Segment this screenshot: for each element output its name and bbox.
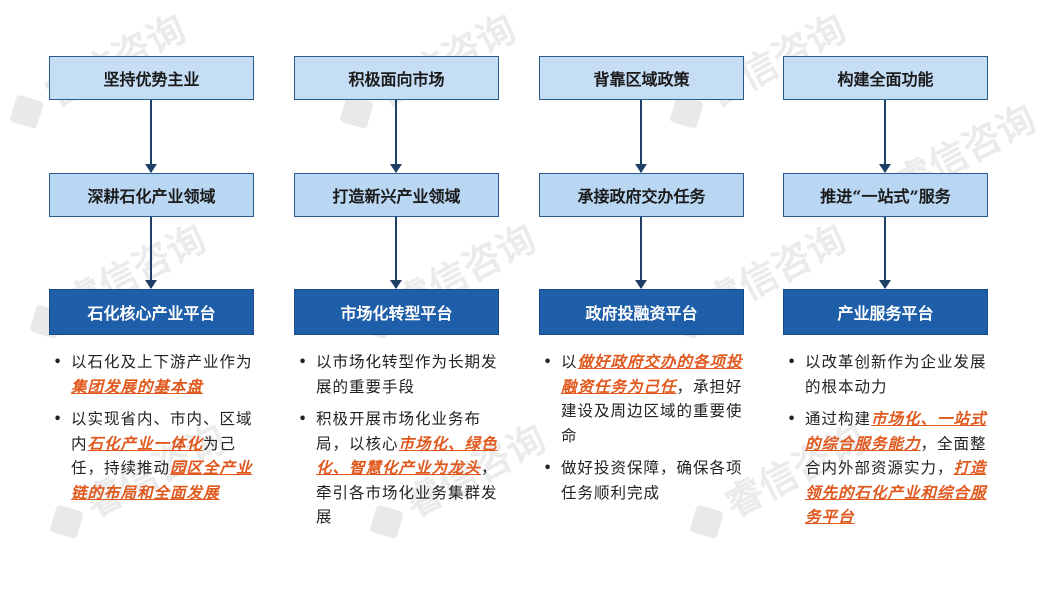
top-box: 构建全面功能	[783, 56, 988, 100]
bullet-text: ，牵引各市场化业务集群发展	[316, 459, 498, 526]
top-box: 坚持优势主业	[49, 56, 254, 100]
middle-box: 推进“一站式”服务	[783, 173, 988, 217]
bullet-item: 以石化及上下游产业作为集团发展的基本盘	[51, 350, 255, 399]
top-box: 积极面向市场	[294, 56, 499, 100]
highlight-text: 市场化、一站式的综合服务能力	[805, 409, 987, 453]
arrow-down-icon	[879, 100, 891, 173]
arrow-down-icon	[145, 100, 157, 173]
arrow-down-icon	[145, 217, 157, 289]
bullet-item: 以改革创新作为企业发展的根本动力	[785, 350, 989, 399]
arrow-down-icon	[635, 100, 647, 173]
top-box: 背靠区域政策	[539, 56, 744, 100]
bullet-item: 做好投资保障，确保各项任务顺利完成	[541, 456, 745, 505]
platform-box: 石化核心产业平台	[49, 289, 254, 335]
middle-box: 深耕石化产业领域	[49, 173, 254, 217]
highlight-text: 打造领先的石化产业和综合服务平台	[805, 458, 987, 526]
bullet-text: ，全面整合内外部资源实力，	[805, 434, 987, 478]
bullet-text: 做好投资保障，确保各项任务顺利完成	[561, 459, 743, 502]
bullet-item: 以实现省内、市内、区域内石化产业一体化为己任，持续推动园区全产业链的布局和全面发…	[51, 407, 255, 505]
arrow-down-icon	[879, 217, 891, 289]
bullet-list: 以做好政府交办的各项投融资任务为己任，承担好建设及周边区域的重要使命做好投资保障…	[541, 350, 745, 513]
bullet-item: 通过构建市场化、一站式的综合服务能力，全面整合内外部资源实力，打造领先的石化产业…	[785, 407, 989, 530]
platform-box: 政府投融资平台	[539, 289, 744, 335]
middle-box: 打造新兴产业领域	[294, 173, 499, 217]
bullet-item: 积极开展市场化业务布局，以核心市场化、绿色化、智慧化产业为龙头，牵引各市场化业务…	[296, 407, 500, 530]
bullet-list: 以石化及上下游产业作为集团发展的基本盘以实现省内、市内、区域内石化产业一体化为己…	[51, 350, 255, 513]
bullet-list: 以改革创新作为企业发展的根本动力通过构建市场化、一站式的综合服务能力，全面整合内…	[785, 350, 989, 538]
highlight-text: 市场化、绿色化、智慧化产业为龙头	[316, 433, 498, 478]
bullet-text: 积极开展市场化业务布局，以核心	[316, 410, 482, 453]
bullet-text: 通过构建	[805, 410, 872, 428]
highlight-text: 石化产业一体化	[87, 433, 204, 453]
highlight-text: 园区全产业链的布局和全面发展	[71, 458, 253, 502]
platform-box: 产业服务平台	[783, 289, 988, 335]
highlight-text: 做好政府交办的各项投融资任务为己任	[561, 352, 743, 396]
bullet-text: 以实现省内、市内、区域内	[71, 410, 253, 453]
arrow-down-icon	[390, 100, 402, 173]
arrow-down-icon	[390, 217, 402, 289]
bullet-text: 以	[561, 353, 578, 371]
bullet-text: 以石化及上下游产业作为	[71, 353, 253, 371]
bullet-list: 以市场化转型作为长期发展的重要手段积极开展市场化业务布局，以核心市场化、绿色化、…	[296, 350, 500, 538]
middle-box: 承接政府交办任务	[539, 173, 744, 217]
bullet-text: ，承担好建设及周边区域的重要使命	[561, 377, 743, 445]
bullet-item: 以市场化转型作为长期发展的重要手段	[296, 350, 500, 399]
highlight-text: 集团发展的基本盘	[71, 376, 204, 396]
platform-box: 市场化转型平台	[294, 289, 499, 335]
bullet-text: 以市场化转型作为长期发展的重要手段	[316, 353, 498, 396]
bullet-item: 以做好政府交办的各项投融资任务为己任，承担好建设及周边区域的重要使命	[541, 350, 745, 448]
arrow-down-icon	[635, 217, 647, 289]
bullet-text: 为己任，持续推动	[71, 434, 237, 478]
bullet-text: 以改革创新作为企业发展的根本动力	[805, 353, 987, 396]
